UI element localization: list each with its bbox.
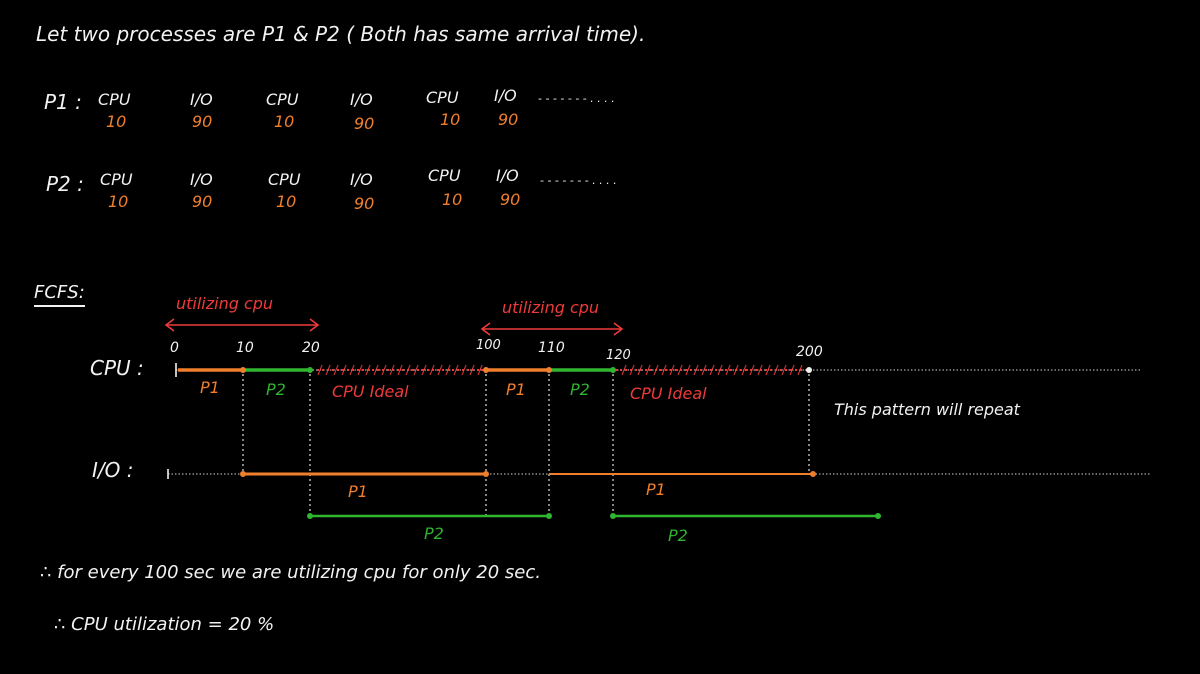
p2-burst-4-type: I/O (350, 170, 373, 189)
p2-burst-3-type: CPU (268, 170, 301, 189)
fcfs-heading: FCFS: (34, 282, 85, 307)
cpu-label-p2-b: P2 (570, 380, 590, 399)
p2-burst-6-time: 90 (500, 190, 521, 209)
cpu-marker-10 (240, 367, 246, 373)
io-marker-p1-a-start (240, 471, 246, 477)
io-marker-p2-b-start (610, 513, 616, 519)
utilizing-arrow-2 (480, 322, 624, 336)
p2-burst-3-time: 10 (276, 192, 297, 211)
p2-burst-2-time: 90 (192, 192, 213, 211)
p2-row-label: P2 : (46, 172, 84, 196)
p1-burst-6-type: I/O (494, 86, 517, 105)
p1-burst-2-time: 90 (192, 112, 213, 131)
cpu-marker-120 (610, 367, 616, 373)
p2-burst-5-time: 10 (442, 190, 463, 209)
io-label-p2-a: P2 (424, 524, 444, 543)
p2-burst-1-time: 10 (108, 192, 129, 211)
p1-burst-3-time: 10 (274, 112, 295, 131)
tick-110: 110 (538, 340, 565, 356)
p2-burst-5-type: CPU (428, 166, 461, 185)
cpu-marker-20 (307, 367, 313, 373)
repeat-note: This pattern will repeat (834, 400, 1020, 419)
io-label-p1-a: P1 (348, 482, 368, 501)
utilizing-label-1: utilizing cpu (176, 294, 274, 313)
p1-row-label: P1 : (44, 90, 82, 114)
p1-burst-6-time: 90 (498, 110, 519, 129)
p1-burst-5-type: CPU (426, 88, 459, 107)
p2-burst-6-type: I/O (496, 166, 519, 185)
cpu-axis-label: CPU : (90, 356, 144, 380)
p1-row-ellipsis: - - - - - - - . . . . (538, 92, 615, 105)
p1-burst-4-time: 90 (354, 114, 375, 133)
p1-burst-1-time: 10 (106, 112, 127, 131)
io-axis-label: I/O : (92, 458, 134, 482)
p2-burst-4-time: 90 (354, 194, 375, 213)
utilizing-arrow-1 (164, 318, 320, 332)
cpu-marker-200 (806, 367, 812, 373)
conclusion-line-1: ∴ for every 100 sec we are utilizing cpu… (40, 562, 542, 583)
cpu-label-idle-a: CPU Ideal (332, 382, 409, 401)
p1-burst-3-type: CPU (266, 90, 299, 109)
p1-burst-4-type: I/O (350, 90, 373, 109)
io-label-p1-b: P1 (646, 480, 666, 499)
io-marker-p2-a-start (307, 513, 313, 519)
p1-burst-1-type: CPU (98, 90, 131, 109)
cpu-idle-hatch-a (317, 364, 483, 376)
p2-burst-1-type: CPU (100, 170, 133, 189)
tick-10: 10 (236, 340, 254, 356)
tick-200: 200 (796, 344, 823, 360)
tick-100: 100 (476, 338, 501, 353)
io-marker-p2-b-end (875, 513, 881, 519)
io-marker-p1-a-end (483, 471, 489, 477)
cpu-label-p1-b: P1 (506, 380, 526, 399)
p1-burst-2-type: I/O (190, 90, 213, 109)
cpu-marker-100 (483, 367, 489, 373)
tick-20: 20 (302, 340, 320, 356)
cpu-label-p1-a: P1 (200, 378, 220, 397)
fcfs-heading-text: FCFS: (34, 282, 85, 307)
utilizing-label-2: utilizing cpu (502, 298, 600, 317)
cpu-label-p2-a: P2 (266, 380, 286, 399)
intro-text: Let two processes are P1 & P2 ( Both has… (36, 22, 646, 46)
tick-0: 0 (170, 340, 179, 356)
cpu-marker-110 (546, 367, 552, 373)
tick-120: 120 (606, 348, 631, 363)
p2-burst-2-type: I/O (190, 170, 213, 189)
cpu-label-idle-b: CPU Ideal (630, 384, 707, 403)
p2-row-ellipsis: - - - - - - - . . . . (540, 174, 617, 187)
io-marker-p1-b-end (810, 471, 816, 477)
conclusion-line-2: ∴ CPU utilization = 20 % (54, 614, 275, 635)
io-label-p2-b: P2 (668, 526, 688, 545)
time-guides (242, 374, 810, 516)
cpu-idle-hatch-b (621, 364, 803, 376)
p1-burst-5-time: 10 (440, 110, 461, 129)
io-marker-p2-a-end (546, 513, 552, 519)
